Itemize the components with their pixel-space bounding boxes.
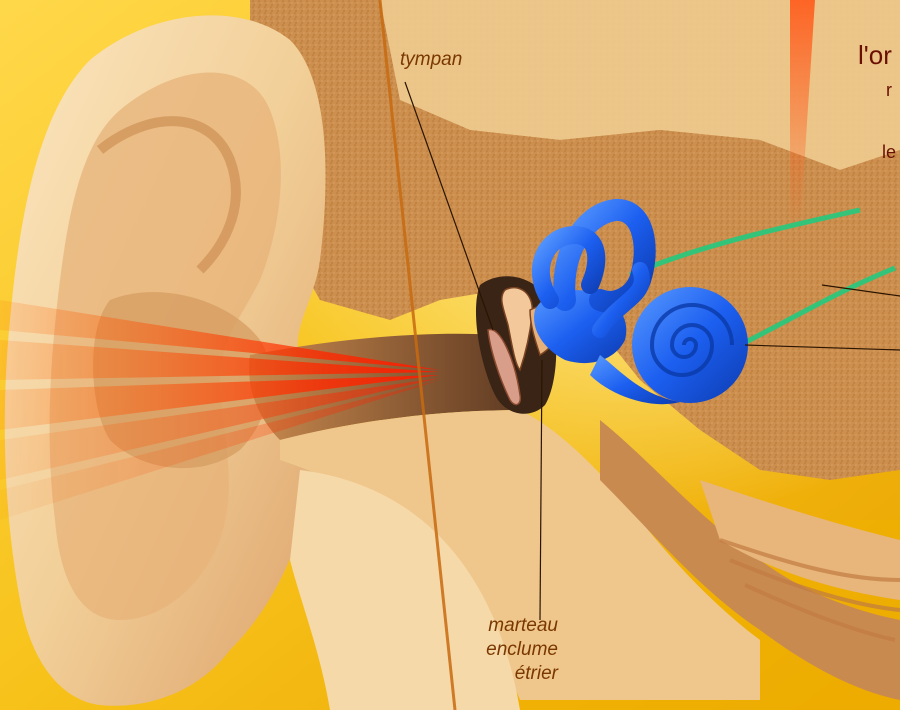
label-marteau: marteau [486, 614, 558, 638]
heading-title: l'or [858, 40, 892, 71]
label-etrier: étrier [486, 662, 558, 686]
heading-line-2: le [882, 142, 896, 163]
label-tympan: tympan [400, 48, 462, 72]
label-enclume: enclume [486, 638, 558, 662]
label-ossicles: marteau enclume étrier [486, 614, 558, 686]
heading-line-1: r [886, 80, 892, 101]
